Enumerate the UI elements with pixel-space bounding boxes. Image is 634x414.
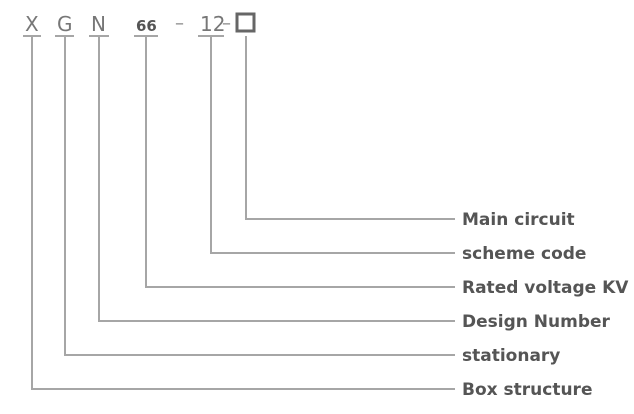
leader-box-structure (31, 36, 455, 390)
leader-stationary (64, 36, 455, 356)
label-design-number: Design Number (462, 312, 611, 332)
main-circuit-box-icon (235, 12, 256, 33)
leader-design-number (98, 36, 455, 322)
label-stationary: stationary (462, 346, 560, 366)
label-scheme-code: scheme code (462, 244, 586, 264)
code-char-g: G (57, 12, 73, 36)
label-box-structure: Box structure (462, 380, 592, 400)
leader-scheme-code (210, 36, 455, 254)
label-rated-voltage: Rated voltage KV (462, 278, 629, 298)
label-main-circuit: Main circuit (462, 210, 575, 230)
code-char-n: N (91, 12, 106, 36)
leader-main-circuit (245, 36, 455, 220)
code-voltage-66: 66 (136, 17, 157, 35)
leader-rated-voltage (145, 36, 455, 288)
code-dash-1: – (175, 13, 184, 34)
code-scheme-12: 12 (200, 12, 225, 36)
code-dash-2: – (222, 13, 231, 34)
code-char-x: X (25, 12, 39, 36)
